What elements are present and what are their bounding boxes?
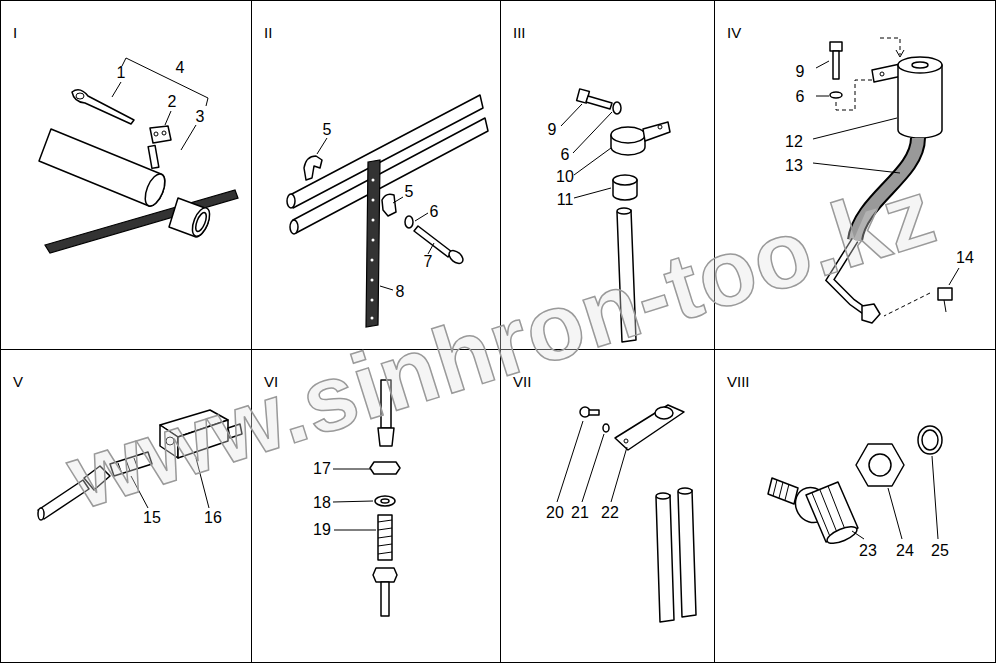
callout-number: 9 [796,64,805,80]
callout-number: 7 [424,254,433,270]
callout-number: 6 [561,147,570,163]
callout-number: 1 [117,65,126,81]
panel-frame: II [251,0,501,350]
banjo-fitting [768,426,942,547]
panel-frame: I [0,0,252,350]
callout-number: 25 [931,543,949,559]
callout-number: 3 [196,109,205,125]
callout-number: 16 [204,510,222,526]
pipe-strap-assembly [39,58,238,253]
callout-number: 6 [796,89,805,105]
tube-clip [557,405,696,622]
callout-number: 14 [956,250,974,266]
callout-number: 19 [313,522,331,538]
panel-number: II [264,25,272,40]
callout-number: 11 [557,192,574,208]
callout-number: 22 [601,505,619,521]
callout-number: 2 [168,94,177,110]
callout-number: 5 [405,184,414,200]
panel-number: III [513,25,526,40]
panel-frame: VIII [714,349,996,663]
panel-number: I [13,25,17,40]
callout-number: 15 [143,510,161,526]
panel-number: VIII [727,374,750,389]
callout-number: 6 [430,204,439,220]
panel-number: V [13,374,23,389]
callout-number: 18 [313,495,331,511]
callout-number: 4 [176,60,185,76]
callout-number: 10 [556,169,574,185]
callout-number: 20 [546,505,564,521]
panel-number: IV [727,25,741,40]
callout-number: 24 [896,543,914,559]
callout-number: 21 [571,505,589,521]
callout-number: 13 [785,158,803,174]
callout-number: 17 [313,461,331,477]
callout-number: 8 [396,284,405,300]
callout-number: 9 [548,122,557,138]
callout-number: 5 [323,122,332,138]
callout-number: 23 [859,543,877,559]
callout-number: 12 [785,134,803,150]
twin-pipe-clamp [287,95,488,327]
